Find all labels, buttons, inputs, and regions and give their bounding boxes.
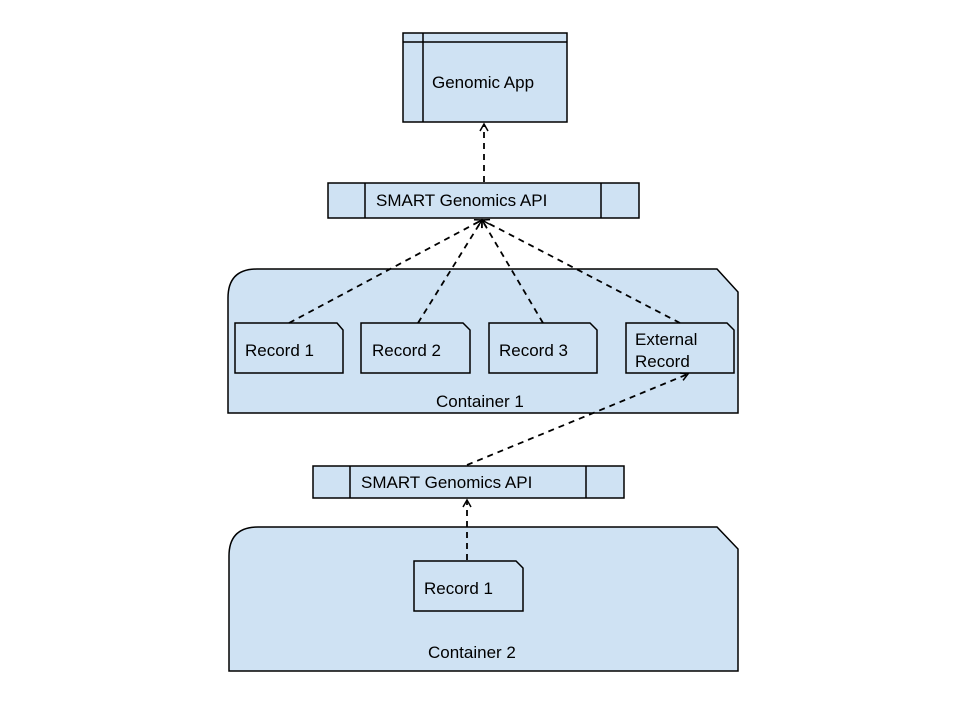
external-record-label-line2: Record bbox=[635, 352, 690, 371]
record-2-node: Record 2 bbox=[360, 322, 471, 374]
arrow-record3-to-api bbox=[481, 218, 544, 324]
genomic-app-node: Genomic App bbox=[402, 32, 568, 123]
arrow-api-bottom-to-external-record bbox=[466, 372, 690, 466]
external-record-node: External Record bbox=[625, 322, 735, 374]
api-bottom-label: SMART Genomics API bbox=[361, 473, 532, 492]
container-2-record-1-label: Record 1 bbox=[424, 579, 493, 598]
external-record-label-line1: External bbox=[635, 330, 697, 349]
arrow-external-record-to-api bbox=[480, 218, 681, 324]
record-3-node: Record 3 bbox=[488, 322, 598, 374]
smart-genomics-api-top: SMART Genomics API bbox=[327, 182, 640, 219]
container-2-record-1-node: Record 1 bbox=[413, 560, 524, 612]
smart-genomics-api-bottom: SMART Genomics API bbox=[312, 465, 625, 499]
connectors bbox=[288, 122, 690, 560]
container-2: Container 2 Record 1 bbox=[228, 526, 739, 672]
api-top-label: SMART Genomics API bbox=[376, 191, 547, 210]
record-2-label: Record 2 bbox=[372, 341, 441, 360]
record-1-node: Record 1 bbox=[234, 322, 344, 374]
record-1-label: Record 1 bbox=[245, 341, 314, 360]
genomic-app-label: Genomic App bbox=[432, 73, 534, 92]
container-1: Container 1 Record 1 Record 2 Record 3 E… bbox=[227, 268, 739, 414]
record-3-label: Record 3 bbox=[499, 341, 568, 360]
arrow-record2-to-api bbox=[417, 218, 483, 324]
container-1-label: Container 1 bbox=[436, 392, 524, 411]
arrow-record1-to-api bbox=[288, 219, 484, 324]
container-2-label: Container 2 bbox=[428, 643, 516, 662]
